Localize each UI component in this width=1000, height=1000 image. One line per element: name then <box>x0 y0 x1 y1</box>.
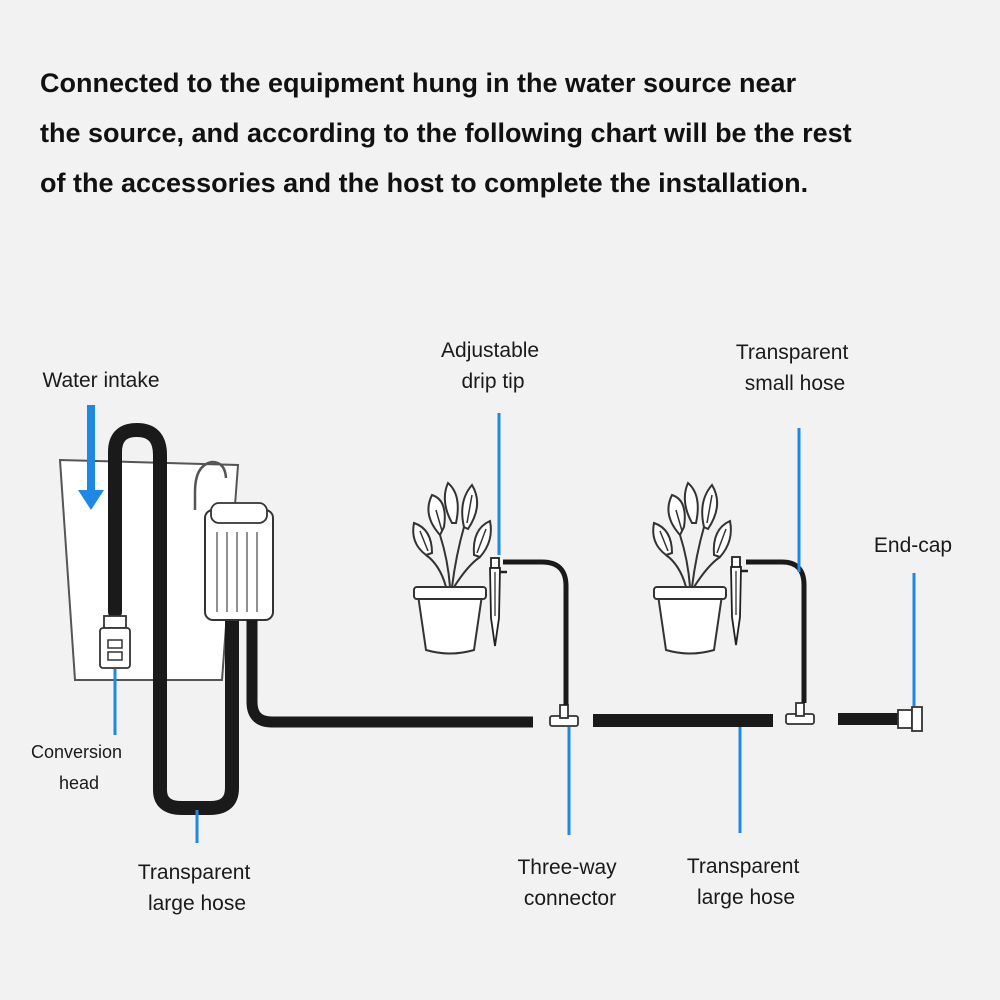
potted-plant-1 <box>412 482 492 655</box>
potted-plant-2 <box>652 482 732 655</box>
conversion-head <box>99 615 131 669</box>
label-transparent-small-hose: Transparent small hose <box>736 341 854 395</box>
small-hose-1 <box>503 559 569 705</box>
water-intake-arrow <box>78 405 104 510</box>
label-three-way-connector: Three-way connector <box>517 856 622 910</box>
intro-line-3: of the accessories and the host to compl… <box>40 168 809 198</box>
label-transparent-large-hose-left: Transparent large hose <box>138 861 256 915</box>
adjustable-drip-tip-2 <box>729 555 750 647</box>
label-water-intake: Water intake <box>42 369 159 392</box>
intake-hose <box>108 422 239 815</box>
intro-line-2: the source, and according to the followi… <box>40 118 852 148</box>
main-hose-segment-2 <box>593 714 773 727</box>
intro-line-1: Connected to the equipment hung in the w… <box>40 68 797 98</box>
label-conversion-head: Conversion head <box>31 742 127 793</box>
intro-text: Connected to the equipment hung in the w… <box>40 58 970 208</box>
label-adjustable-drip-tip: Adjustable drip tip <box>441 339 545 393</box>
main-hose-segment-3 <box>838 713 898 725</box>
end-cap <box>897 706 923 732</box>
small-hose-2 <box>746 559 807 703</box>
three-way-connector-2 <box>785 702 815 725</box>
main-hose-segment-1 <box>246 620 533 728</box>
pump-host <box>193 460 274 621</box>
label-end-cap: End-cap <box>874 534 952 557</box>
three-way-connector-1 <box>549 704 579 727</box>
adjustable-drip-tip-1 <box>488 556 509 648</box>
label-transparent-large-hose-right: Transparent large hose <box>687 855 805 909</box>
